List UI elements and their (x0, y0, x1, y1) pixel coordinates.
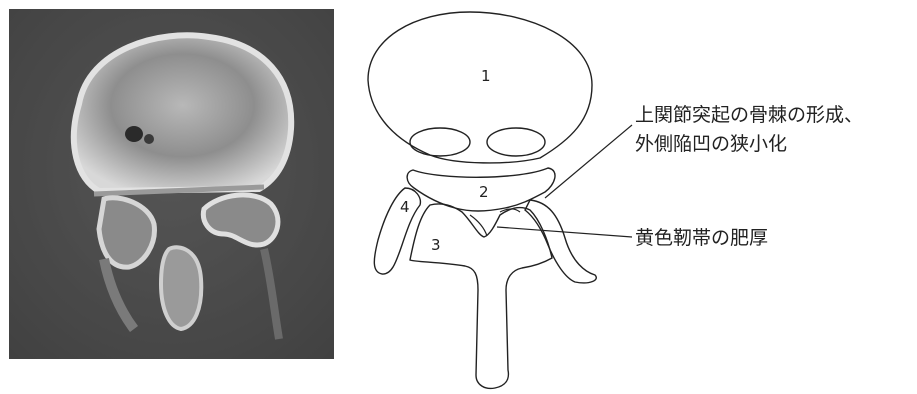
facet-right (525, 200, 596, 283)
annotation-ligamentum-flavum: 黄色靭帯の肥厚 (635, 224, 768, 253)
ct-left-facet (99, 198, 154, 267)
annotation-line-2: 外側陥凹の狭小化 (635, 130, 863, 159)
ct-scan-image (9, 9, 334, 359)
label-3: 3 (431, 236, 441, 254)
label-2: 2 (479, 183, 489, 201)
label-1: 1 (481, 67, 491, 85)
label-4: 4 (400, 198, 410, 216)
vertebra-diagram: 1 2 3 4 (355, 0, 655, 394)
ct-spinous-process (161, 247, 201, 329)
annotation-line-1: 上関節突起の骨棘の形成、 (635, 101, 863, 130)
lamina-spinous-process-3 (410, 204, 552, 389)
pedicle-right (487, 128, 545, 156)
vertebral-body-outline (368, 12, 592, 163)
annotation-facet-osteophyte: 上関節突起の骨棘の形成、 外側陥凹の狭小化 (635, 101, 863, 159)
ct-vertebral-body (74, 35, 291, 191)
pedicle-left (410, 128, 470, 156)
